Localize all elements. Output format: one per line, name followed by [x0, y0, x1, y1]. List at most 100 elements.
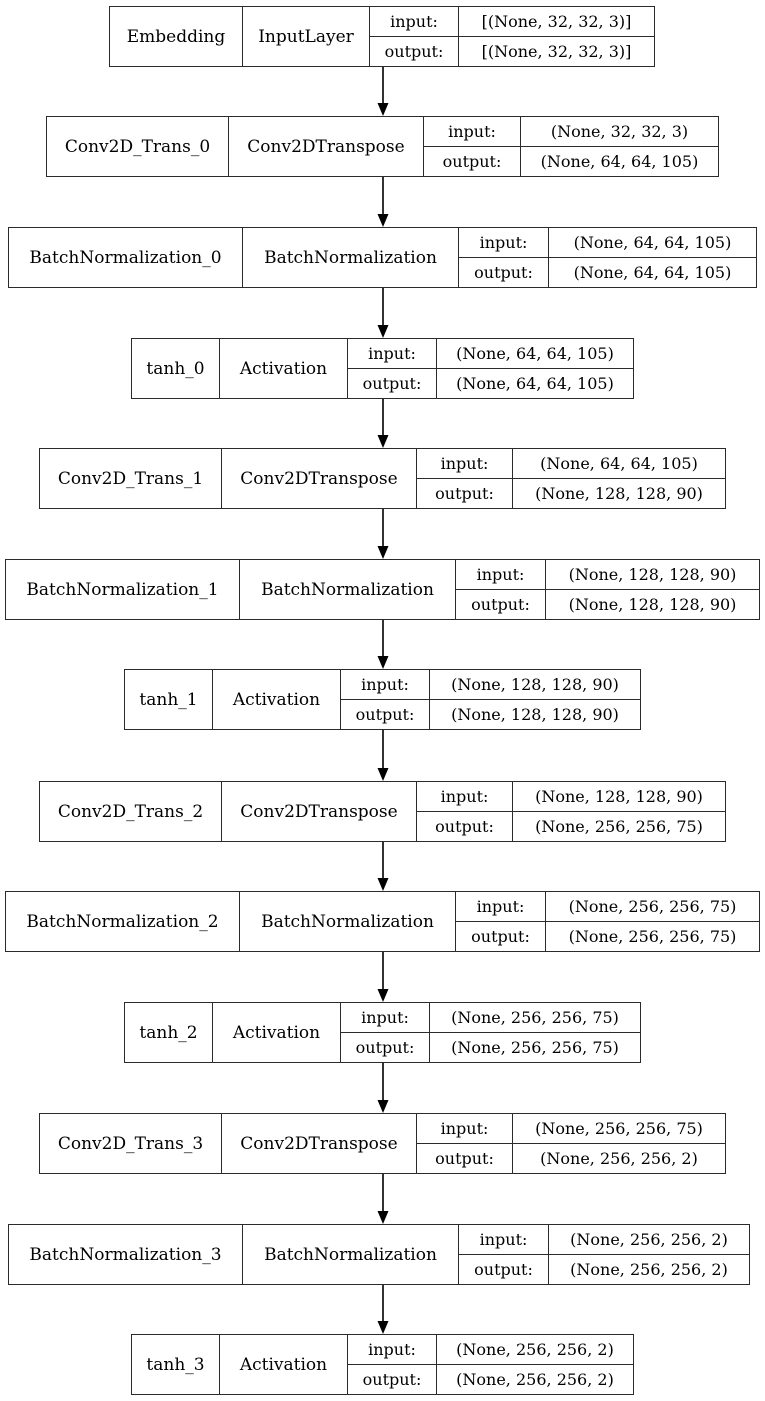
layer-name: Conv2D_Trans_1 — [40, 449, 222, 508]
layer-type: Activation — [213, 670, 341, 729]
layer-output-row: output: (None, 256, 256, 2) — [459, 1254, 749, 1284]
layer-output-row: output:(None, 128, 128, 90) — [417, 478, 725, 508]
layer-output-row: output: (None, 256, 256, 75) — [417, 811, 725, 841]
layer-type: Activation — [213, 1003, 341, 1062]
layer-output-row: output:(None, 128, 128, 90) — [456, 589, 759, 619]
input-shape-value: [(None, 32, 32, 3)] — [481, 11, 632, 31]
output-shape-value: (None, 256, 256, 2) — [456, 1369, 614, 1389]
layer-io-block: input: (None, 64, 64, 105) output:(None, 1… — [417, 449, 725, 508]
output-shape-value: (None, 256, 256, 75) — [568, 926, 737, 946]
edge-tanh_2-to-conv2d_trans_3 — [375, 1063, 391, 1113]
edge-conv2d_trans_2-to-batchnorm_2 — [375, 842, 391, 891]
input-shape-value: (None, 256, 256, 75) — [451, 1007, 619, 1027]
edge-conv2d_trans_0-to-batchnorm_0 — [375, 177, 391, 227]
input-label: input: — [459, 1225, 549, 1254]
output-shape-value: (None, 128, 128, 90) — [451, 704, 619, 724]
layer-io-block: input:(None, 64, 64, 105)output:(None, 6… — [459, 228, 756, 287]
input-shape-value: (None, 128, 128, 90) — [568, 564, 737, 584]
input-label: input: — [459, 228, 549, 257]
input-label: input: — [348, 1335, 437, 1364]
input-label: input: — [456, 560, 546, 589]
input-label: input: — [417, 1114, 513, 1143]
input-shape-value: (None, 64, 64, 105) — [540, 453, 698, 473]
edge-conv2d_trans_1-to-batchnorm_1 — [375, 509, 391, 559]
layer-io-block: input:(None, 256, 256, 75)output:(None, … — [417, 1114, 725, 1173]
layer-input-row: input: (None, 128, 128, 90) — [456, 560, 759, 590]
output-label: output: — [417, 1143, 513, 1173]
output-shape-value: (None, 256, 256, 75) — [451, 1037, 619, 1057]
layer-type: BatchNormalization — [243, 1225, 459, 1284]
layer-input-row: input:(None, 128, 128, 90) — [417, 782, 725, 812]
input-label: input: — [341, 670, 430, 699]
edge-embedding-to-conv2d_trans_0 — [375, 67, 391, 116]
output-shape-value: (None, 64, 64, 105) — [456, 373, 614, 393]
layer-name: BatchNormalization_0 — [9, 228, 243, 287]
layer-type: BatchNormalization — [240, 560, 456, 619]
layer-input-row: input: (None, 64, 64, 105) — [348, 339, 633, 369]
output-label: output: — [348, 368, 437, 398]
output-shape-value: (None, 256, 256, 2) — [540, 1148, 698, 1168]
layer-type: Activation — [220, 1335, 348, 1394]
input-label: input: — [417, 449, 513, 478]
layer-input-row: input: (None, 64, 64, 105) — [417, 449, 725, 479]
layer-name: Conv2D_Trans_2 — [40, 782, 222, 841]
layer-input-row: input: (None, 64, 64, 105) — [459, 228, 756, 258]
input-shape-value: (None, 64, 64, 105) — [456, 343, 614, 363]
input-label: input: — [348, 339, 437, 368]
edge-batchnorm_1-to-tanh_1 — [375, 620, 391, 669]
layer-type: InputLayer — [243, 7, 370, 66]
layer-type: Conv2DTranspose — [222, 1114, 417, 1173]
output-shape-value: (None, 64, 64, 105) — [540, 151, 699, 171]
layer-name: BatchNormalization_1 — [6, 560, 240, 619]
layer-output-row: output: (None, 256, 256, 2) — [417, 1143, 725, 1173]
layer-name: Conv2D_Trans_3 — [40, 1114, 222, 1173]
input-shape-value: (None, 32, 32, 3) — [550, 121, 689, 141]
layer-input-row: input: (None, 256, 256, 2) — [348, 1335, 633, 1365]
output-label: output: — [459, 1254, 549, 1284]
input-label: input: — [370, 7, 459, 36]
input-shape-value: (None, 64, 64, 105) — [573, 232, 732, 252]
layer-output-row: output:(None, 256, 256, 75) — [341, 1032, 640, 1062]
output-label: output: — [417, 811, 513, 841]
edge-tanh_1-to-conv2d_trans_2 — [375, 730, 391, 781]
output-label: output: — [341, 699, 430, 729]
edge-conv2d_trans_3-to-batchnorm_3 — [375, 1174, 391, 1224]
output-label: output: — [456, 921, 546, 951]
layer-input-row: input: (None, 32, 32, 3) — [424, 117, 718, 147]
layer-output-row: output: (None, 256, 256, 75) — [456, 921, 759, 951]
layer-input-row: input:(None, 128, 128, 90) — [341, 670, 640, 700]
layer-type: Conv2DTranspose — [229, 117, 424, 176]
layer-io-block: input:(None, 256, 256, 75)output:(None, … — [341, 1003, 640, 1062]
layer-name: tanh_0 — [132, 339, 220, 398]
layer-io-block: input: (None, 256, 256, 2)output: (None, 2… — [459, 1225, 749, 1284]
input-label: input: — [424, 117, 521, 146]
output-shape-value: (None, 128, 128, 90) — [535, 483, 703, 503]
layer-io-block: input:[(None, 32, 32, 3)]output:[(None, … — [370, 7, 654, 66]
output-shape-value: (None, 256, 256, 75) — [535, 816, 703, 836]
input-shape-value: (None, 256, 256, 2) — [456, 1339, 614, 1359]
input-shape-value: (None, 128, 128, 90) — [535, 786, 703, 806]
layer-io-block: input:(None, 128, 128, 90)output:(None, … — [456, 560, 759, 619]
layer-name: tanh_3 — [132, 1335, 220, 1394]
layer-output-row: output: (None, 128, 128, 90) — [341, 699, 640, 729]
edge-tanh_0-to-conv2d_trans_1 — [375, 399, 391, 448]
output-label: output: — [348, 1364, 437, 1394]
layer-name: BatchNormalization_3 — [9, 1225, 243, 1284]
edge-batchnorm_0-to-tanh_0 — [375, 288, 391, 338]
output-shape-value: (None, 128, 128, 90) — [568, 594, 737, 614]
output-label: output: — [370, 36, 459, 66]
output-shape-value: (None, 256, 256, 2) — [570, 1259, 728, 1279]
